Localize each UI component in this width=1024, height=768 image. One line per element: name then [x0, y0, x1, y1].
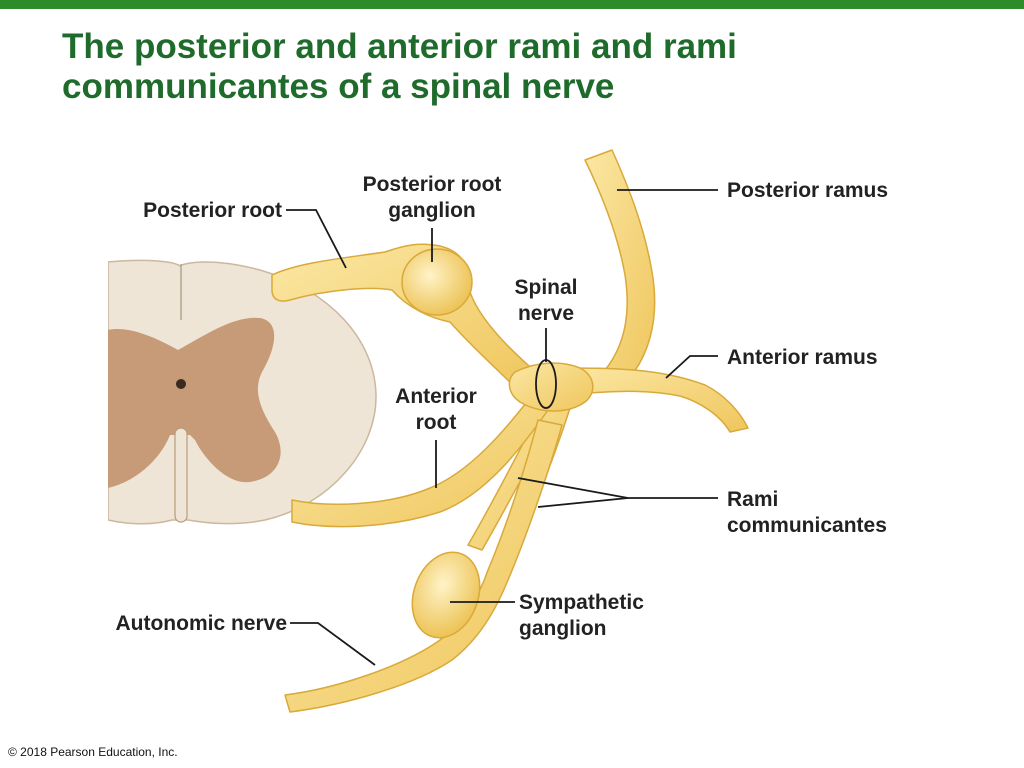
- leader-posterior-root: [286, 209, 347, 269]
- leader-rami-communicantes-lower: [537, 497, 629, 508]
- slide-title-line-2: communicantes of a spinal nerve: [62, 67, 615, 106]
- posterior-ramus-shape: [584, 149, 656, 389]
- label-spinal-nerve-line2: nerve: [518, 302, 574, 325]
- label-posterior-root-ganglion-line1: Posterior root: [363, 173, 502, 196]
- slide-title-line-1: The posterior and anterior rami and rami: [62, 27, 737, 66]
- leader-anterior-ramus: [665, 355, 718, 379]
- anterior-ramus-shape: [559, 367, 749, 433]
- spinal-nerve-ring: [535, 359, 557, 409]
- label-anterior-root-line2: root: [416, 411, 457, 434]
- central-canal: [176, 379, 186, 389]
- leader-autonomic-nerve: [290, 622, 376, 666]
- label-rami-communicantes-line1: Rami: [727, 488, 778, 511]
- anterior-median-fissure: [174, 427, 188, 523]
- leader-lines: [286, 189, 718, 666]
- labels: Posterior root Posterior root ganglion P…: [115, 173, 888, 640]
- sympathetic-chain-shape: [284, 419, 563, 713]
- slide-title: The posterior and anterior rami and rami…: [62, 27, 962, 107]
- copyright-notice: © 2018 Pearson Education, Inc.: [8, 745, 178, 759]
- label-anterior-root-line1: Anterior: [395, 385, 477, 408]
- nerve-structures: [271, 149, 749, 713]
- label-sympathetic-ganglion-line2: ganglion: [519, 617, 607, 640]
- gray-matter: [108, 317, 281, 488]
- label-posterior-ramus: Posterior ramus: [727, 179, 888, 202]
- posterior-root-ganglion: [401, 248, 473, 316]
- spinal-cord: [108, 259, 377, 525]
- top-accent-bar: [0, 0, 1024, 9]
- label-sympathetic-ganglion-line1: Sympathetic: [519, 591, 644, 614]
- label-anterior-ramus: Anterior ramus: [727, 346, 878, 369]
- spinal-nerve-shape: [508, 362, 594, 412]
- leader-rami-communicantes-upper: [517, 477, 718, 499]
- label-posterior-root-ganglion-line2: ganglion: [388, 199, 476, 222]
- label-spinal-nerve-line1: Spinal: [514, 276, 577, 299]
- label-autonomic-nerve: Autonomic nerve: [115, 612, 287, 635]
- sympathetic-ganglion: [411, 551, 481, 639]
- label-posterior-root: Posterior root: [143, 199, 282, 222]
- label-rami-communicantes-line2: communicantes: [727, 514, 887, 537]
